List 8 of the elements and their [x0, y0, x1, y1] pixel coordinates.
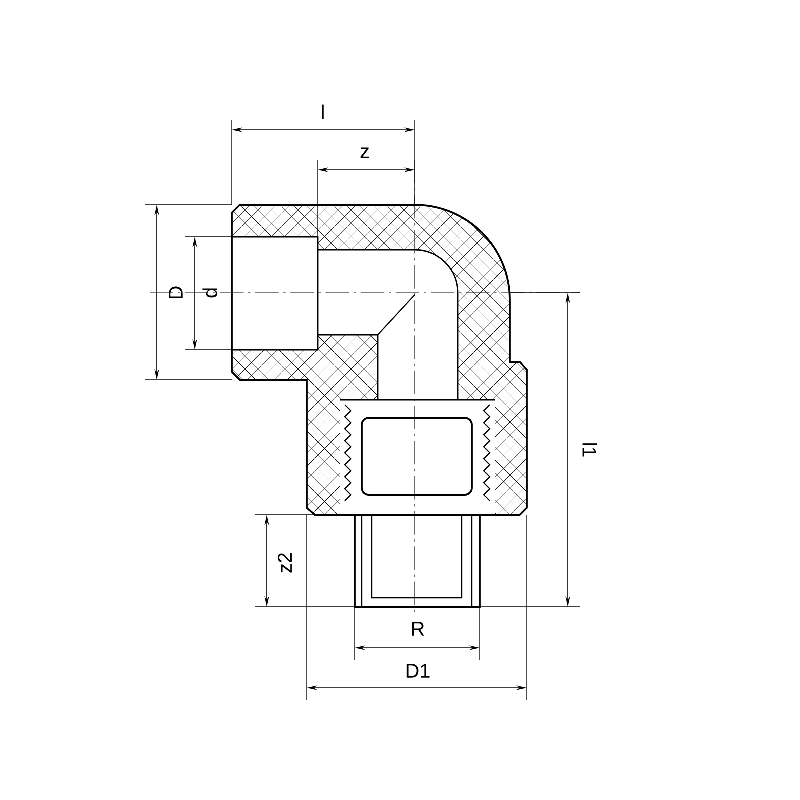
dimension-label: D — [169, 286, 183, 299]
dimension-label: z2 — [278, 554, 292, 573]
dimension-label: d — [202, 288, 218, 298]
dimension-label: l — [322, 104, 324, 120]
dimension-label: z — [360, 148, 369, 158]
dimension-label: D1 — [406, 664, 430, 678]
dimension-label: l1 — [582, 444, 598, 457]
dimension-label: R — [412, 622, 424, 636]
